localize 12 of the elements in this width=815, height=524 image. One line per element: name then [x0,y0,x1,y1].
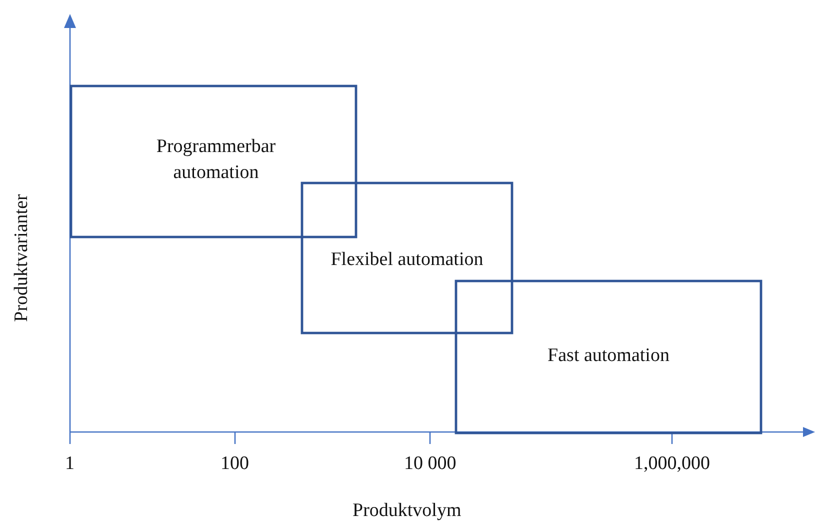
axis-title: Produktvolym [352,500,462,522]
region-box [454,280,762,434]
tick-label: 1,000,000 [634,453,710,475]
region-box [300,182,514,334]
tick-label: 10 000 [404,453,456,475]
tick-label: 1 [65,453,74,475]
tick-label: 100 [220,453,249,475]
region-label: Programmerbar automation [155,135,277,185]
region-label: Fast automation [546,344,670,368]
region-label: Flexibel automation [330,248,484,272]
region-box [70,84,358,238]
axis-title: Produktvarianter [10,194,33,322]
